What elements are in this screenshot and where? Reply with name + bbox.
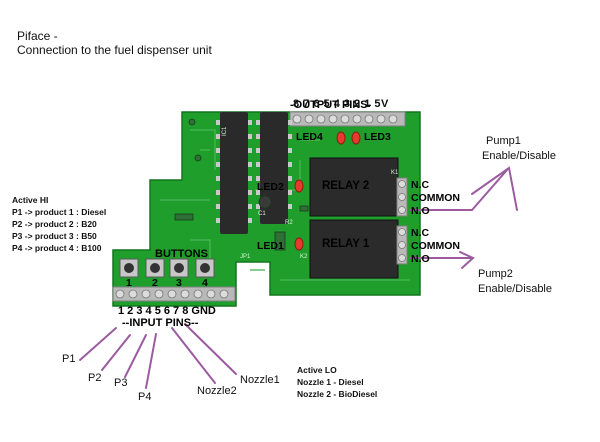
relay-1-no: N.O <box>411 253 430 265</box>
output-terminals <box>293 115 397 123</box>
button-3-number: 3 <box>176 277 182 289</box>
input-terminals <box>116 290 228 298</box>
led2-label: LED2 <box>257 181 284 193</box>
nozzle2-label: Nozzle2 <box>197 385 237 397</box>
output-pin-numbers: 8 7 6 5 4 3 2 1 5V <box>293 98 389 110</box>
active-lo-line-2: Nozzle 2 - BioDiesel <box>297 388 377 400</box>
relay-2-no: N.O <box>411 205 430 217</box>
silk-ic1: IC1 <box>222 126 228 136</box>
pump2-enable-label: Enable/Disable <box>478 283 552 295</box>
input-header-label: --INPUT PINS-- <box>122 317 199 329</box>
button-4-number: 4 <box>202 277 208 289</box>
button-1-number: 1 <box>126 277 132 289</box>
led3-label: LED3 <box>364 131 391 143</box>
input-p1-label: P1 <box>62 353 75 365</box>
pump1-enable-label: Enable/Disable <box>482 150 556 162</box>
input-p4-label: P4 <box>138 391 151 403</box>
active-lo-heading: Active LO <box>297 364 337 376</box>
relay-1-nc: N.C <box>411 227 430 239</box>
relay-1-common: COMMON <box>411 240 460 252</box>
button-2-number: 2 <box>152 277 158 289</box>
led4-label: LED4 <box>296 131 323 143</box>
active-lo-line-1: Nozzle 1 - Diesel <box>297 376 364 388</box>
input-p3-label: P3 <box>114 377 127 389</box>
silk-k2: K2 <box>300 254 308 260</box>
buttons-label: BUTTONS <box>155 248 208 260</box>
relay-1-label: RELAY 1 <box>322 238 370 250</box>
silk-k1: K1 <box>391 170 399 176</box>
input-pin-numbers: 1 2 3 4 5 6 7 8 GND <box>118 305 216 317</box>
silk-c1: C1 <box>258 211 266 217</box>
pump2-label: Pump2 <box>478 268 513 280</box>
relay-2-common: COMMON <box>411 192 460 204</box>
led1-label: LED1 <box>257 240 284 252</box>
pump1-label: Pump1 <box>486 135 521 147</box>
input-p2-label: P2 <box>88 372 101 384</box>
nozzle1-label: Nozzle1 <box>240 374 280 386</box>
relay-2-nc: N.C <box>411 179 430 191</box>
relay-2-label: RELAY 2 <box>322 180 369 192</box>
silk-jp1: JP1 <box>240 254 251 260</box>
silk-r2: R2 <box>285 220 293 226</box>
